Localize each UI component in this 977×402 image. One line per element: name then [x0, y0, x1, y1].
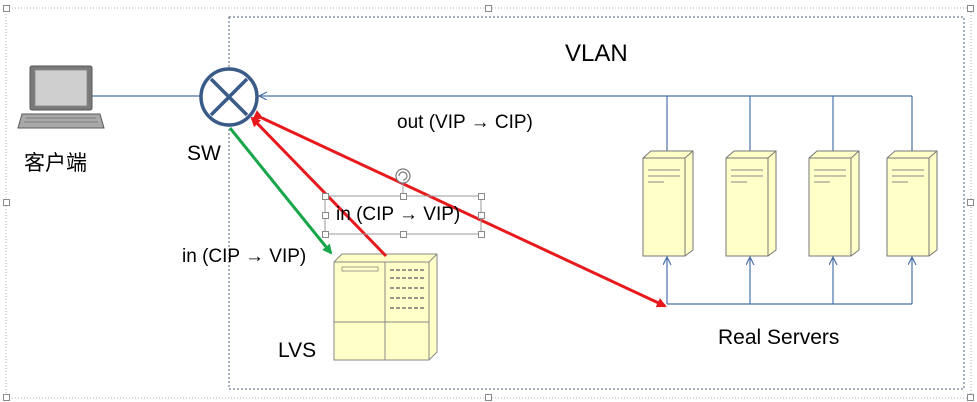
red-out-arrow: [252, 110, 667, 308]
frame-handle-top-right[interactable]: [967, 5, 974, 12]
resize-handle-middle-left[interactable]: [322, 212, 329, 219]
real-servers-label: Real Servers: [718, 326, 840, 349]
resize-handle-middle-right[interactable]: [478, 212, 485, 219]
frame-handle-middle-right[interactable]: [967, 199, 974, 206]
vlan-label: VLAN: [565, 40, 628, 67]
out-flow-label: out (VIP → CIP): [397, 112, 533, 133]
real-server-2-icon[interactable]: [725, 150, 777, 257]
switch-icon[interactable]: [199, 67, 259, 127]
resize-handle-bottom-middle[interactable]: [400, 231, 407, 238]
frame-handle-bottom-right[interactable]: [967, 394, 974, 401]
real-server-3-icon[interactable]: [808, 150, 860, 257]
switch-label: SW: [187, 142, 221, 165]
resize-handle-top-left[interactable]: [322, 193, 329, 200]
frame-handle-top-left[interactable]: [3, 5, 10, 12]
resize-handle-top-middle[interactable]: [400, 193, 407, 200]
lvs-label: LVS: [278, 339, 317, 362]
real-server-4-icon[interactable]: [886, 150, 938, 257]
frame-handle-middle-left[interactable]: [3, 199, 10, 206]
resize-handle-top-right[interactable]: [478, 193, 485, 200]
laptop-icon[interactable]: [17, 65, 105, 129]
rotate-handle-icon[interactable]: [395, 168, 411, 184]
in-flow-label: in (CIP → VIP): [182, 246, 307, 267]
client-label: 客户端: [24, 151, 87, 175]
frame-handle-top-middle[interactable]: [485, 5, 492, 12]
vlan-boundary: [228, 16, 965, 390]
frame-handle-bottom-left[interactable]: [3, 394, 10, 401]
red-in-arrow: [250, 116, 388, 258]
real-server-1-icon[interactable]: [642, 150, 694, 257]
in-flow-label-selected[interactable]: in (CIP → VIP): [336, 204, 461, 225]
resize-handle-bottom-right[interactable]: [478, 231, 485, 238]
lvs-server-icon[interactable]: [333, 253, 438, 361]
resize-handle-bottom-left[interactable]: [322, 231, 329, 238]
frame-handle-bottom-middle[interactable]: [485, 394, 492, 401]
